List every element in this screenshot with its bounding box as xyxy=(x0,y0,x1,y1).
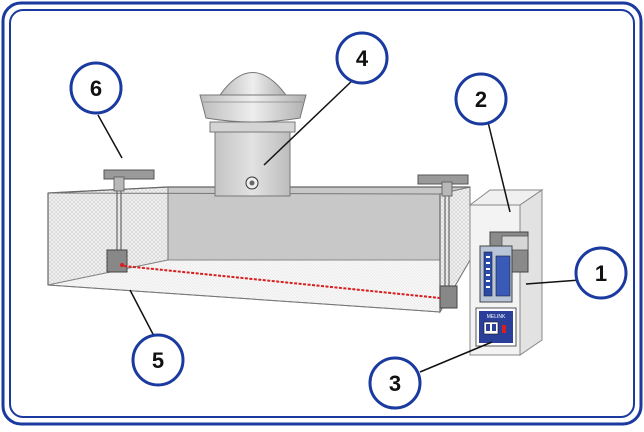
melink-indicator xyxy=(502,325,506,333)
temperature-sensor-core xyxy=(249,180,255,186)
leader-line-3 xyxy=(419,341,493,373)
control-cabinet: MELINK xyxy=(468,189,544,356)
fan-shroud xyxy=(199,94,307,123)
callout-4: 4 xyxy=(335,31,389,85)
callout-1-label: 1 xyxy=(595,261,607,286)
sensor-left-lens xyxy=(120,263,124,267)
leader-line-6 xyxy=(97,114,123,159)
hood-front-bottom-edge xyxy=(47,284,441,313)
callout-2-label: 2 xyxy=(475,87,487,112)
leader-line-4 xyxy=(263,77,356,166)
melink-brand-label: MELINK xyxy=(487,314,506,320)
leader-line-1 xyxy=(525,279,581,285)
sensor-left-cap xyxy=(103,169,155,180)
callout-6: 6 xyxy=(69,61,123,115)
callout-5: 5 xyxy=(131,333,185,387)
callout-6-label: 6 xyxy=(90,76,102,101)
optic-sensor-left xyxy=(103,169,155,273)
callout-3: 3 xyxy=(368,356,422,410)
exhaust-fan xyxy=(199,72,307,197)
callout-3-label: 3 xyxy=(389,371,401,396)
laser-beam xyxy=(123,265,441,299)
fan-dome xyxy=(219,72,288,96)
melink-switch-b xyxy=(492,324,496,331)
hood-back-panel xyxy=(167,186,471,261)
hood-top-edge xyxy=(47,186,470,194)
melink-switch-a xyxy=(486,324,490,331)
fan-collar xyxy=(209,121,296,133)
leader-line-5 xyxy=(129,289,156,339)
leader-lines xyxy=(97,77,581,373)
callout-1: 1 xyxy=(574,246,628,300)
sensor-right-box xyxy=(439,285,458,309)
sensor-left-box xyxy=(106,249,128,273)
control-board-panel xyxy=(495,255,511,297)
optic-sensor-right xyxy=(417,174,469,309)
control-board-leds xyxy=(486,256,490,288)
callout-2: 2 xyxy=(454,72,508,126)
callout-5-label: 5 xyxy=(152,348,164,373)
sensor-right-mount xyxy=(441,181,453,197)
kitchen-hood xyxy=(47,186,471,314)
leader-line-2 xyxy=(487,121,511,213)
sensor-left-mount xyxy=(113,176,125,192)
callout-4-label: 4 xyxy=(356,46,369,71)
